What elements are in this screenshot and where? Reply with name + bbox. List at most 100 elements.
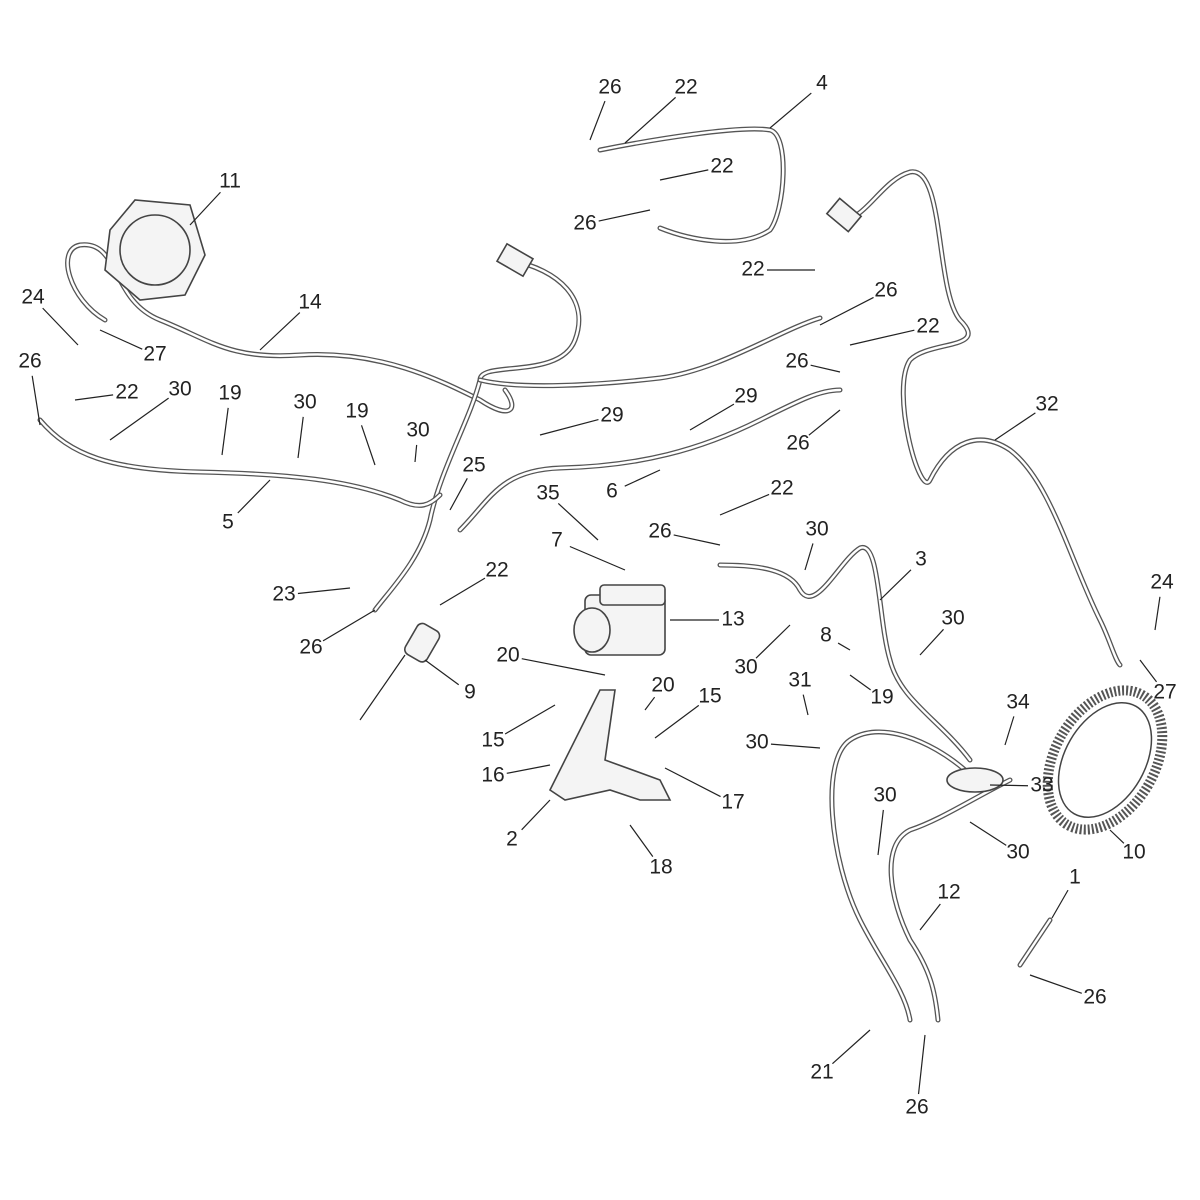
leader-line bbox=[1029, 974, 1083, 994]
callout-number: 26 bbox=[598, 76, 621, 99]
callout-number: 22 bbox=[674, 76, 697, 99]
leader-line bbox=[74, 394, 114, 401]
callout-number: 22 bbox=[485, 559, 508, 582]
components bbox=[104, 197, 1168, 835]
leader-line bbox=[109, 397, 169, 441]
leader-line bbox=[439, 577, 486, 606]
callout-number: 22 bbox=[710, 155, 733, 178]
callout-number: 1 bbox=[1069, 866, 1081, 889]
leader-line bbox=[99, 329, 143, 350]
leader-line bbox=[624, 469, 661, 487]
leader-line bbox=[664, 767, 721, 798]
hose-12-a bbox=[829, 729, 968, 1023]
hose-6-core bbox=[458, 388, 842, 532]
callout-number: 22 bbox=[916, 315, 939, 338]
callout-number: 25 bbox=[462, 454, 485, 477]
callout-number: 29 bbox=[600, 404, 623, 427]
leader-line bbox=[994, 412, 1036, 441]
connector bbox=[495, 197, 863, 278]
callout-number: 26 bbox=[648, 520, 671, 543]
hose-1-core bbox=[1018, 918, 1052, 967]
callout-number: 31 bbox=[788, 669, 811, 692]
leader-line bbox=[539, 418, 599, 436]
gasket-11-bore bbox=[119, 214, 191, 286]
callout-number: 33 bbox=[1030, 774, 1053, 797]
callout-number: 17 bbox=[721, 791, 744, 814]
callout-number: 18 bbox=[649, 856, 672, 879]
callout-number: 30 bbox=[805, 518, 828, 541]
sensor-lead-14-core bbox=[66, 243, 514, 412]
callout-number: 4 bbox=[816, 72, 828, 95]
leader-line bbox=[449, 478, 468, 511]
hose-32-core bbox=[838, 170, 1122, 667]
callout-number: 10 bbox=[1122, 841, 1145, 864]
leader-line bbox=[689, 403, 735, 431]
leader-line bbox=[802, 694, 809, 716]
callout-number: 35 bbox=[536, 482, 559, 505]
leader-line bbox=[521, 799, 551, 831]
leader-line bbox=[569, 545, 626, 571]
leader-line bbox=[259, 312, 301, 351]
callout-number: 27 bbox=[143, 343, 166, 366]
callout-number: 30 bbox=[941, 607, 964, 630]
callout-number: 7 bbox=[551, 529, 563, 552]
leader-line bbox=[1004, 716, 1015, 746]
leader-line bbox=[832, 1029, 871, 1065]
leader-line bbox=[1051, 889, 1069, 919]
callout-number: 26 bbox=[905, 1096, 928, 1119]
leader-lines bbox=[31, 92, 1161, 1095]
reluctor-ring-10 bbox=[1042, 685, 1168, 835]
leader-line bbox=[629, 824, 654, 857]
leader-line bbox=[804, 543, 814, 571]
callout-number: 29 bbox=[734, 385, 757, 408]
leader-line bbox=[989, 784, 1029, 787]
callout-number: 19 bbox=[345, 400, 368, 423]
leader-line bbox=[719, 493, 770, 516]
callout-number: 30 bbox=[293, 391, 316, 414]
brake-hoses bbox=[37, 126, 1123, 1023]
callout-number: 13 bbox=[721, 608, 744, 631]
callout-number: 32 bbox=[1035, 393, 1058, 416]
callout-number: 20 bbox=[496, 644, 519, 667]
hose-4-core bbox=[598, 127, 785, 243]
callout-number: 23 bbox=[272, 583, 295, 606]
callout-number: 5 bbox=[222, 511, 234, 534]
leader-line bbox=[414, 444, 418, 463]
leader-line bbox=[624, 96, 677, 144]
callout-number: 15 bbox=[698, 685, 721, 708]
leader-line bbox=[504, 704, 556, 735]
callout-number: 3 bbox=[915, 548, 927, 571]
callout-number: 26 bbox=[785, 350, 808, 373]
callout-number: 22 bbox=[115, 381, 138, 404]
callout-number: 19 bbox=[218, 382, 241, 405]
hose-upper bbox=[477, 315, 823, 389]
callout-number: 8 bbox=[820, 624, 832, 647]
leader-line bbox=[810, 364, 841, 373]
callout-number: 16 bbox=[481, 764, 504, 787]
leader-line bbox=[557, 503, 599, 541]
callout-number: 11 bbox=[219, 170, 241, 193]
leader-line bbox=[598, 209, 651, 222]
leader-line bbox=[521, 658, 606, 676]
hose-5-core bbox=[38, 418, 442, 507]
callout-number: 30 bbox=[745, 731, 768, 754]
callout-number: 26 bbox=[1083, 986, 1106, 1009]
clamp-33 bbox=[946, 767, 1004, 793]
abs-modulator-13 bbox=[573, 584, 666, 656]
hose-3 bbox=[717, 545, 973, 763]
callout-number: 12 bbox=[937, 881, 960, 904]
callout-number: 30 bbox=[873, 784, 896, 807]
leader-line bbox=[673, 534, 721, 546]
leader-line bbox=[917, 1034, 926, 1095]
switch-9 bbox=[359, 622, 441, 721]
leader-line bbox=[644, 696, 656, 711]
callout-number: 22 bbox=[741, 258, 764, 281]
leader-line bbox=[42, 307, 79, 346]
hose-12-a-core bbox=[830, 730, 967, 1022]
callout-number: 26 bbox=[18, 350, 41, 373]
leader-line bbox=[237, 479, 271, 514]
leader-line bbox=[819, 296, 874, 326]
leader-line bbox=[849, 329, 915, 346]
